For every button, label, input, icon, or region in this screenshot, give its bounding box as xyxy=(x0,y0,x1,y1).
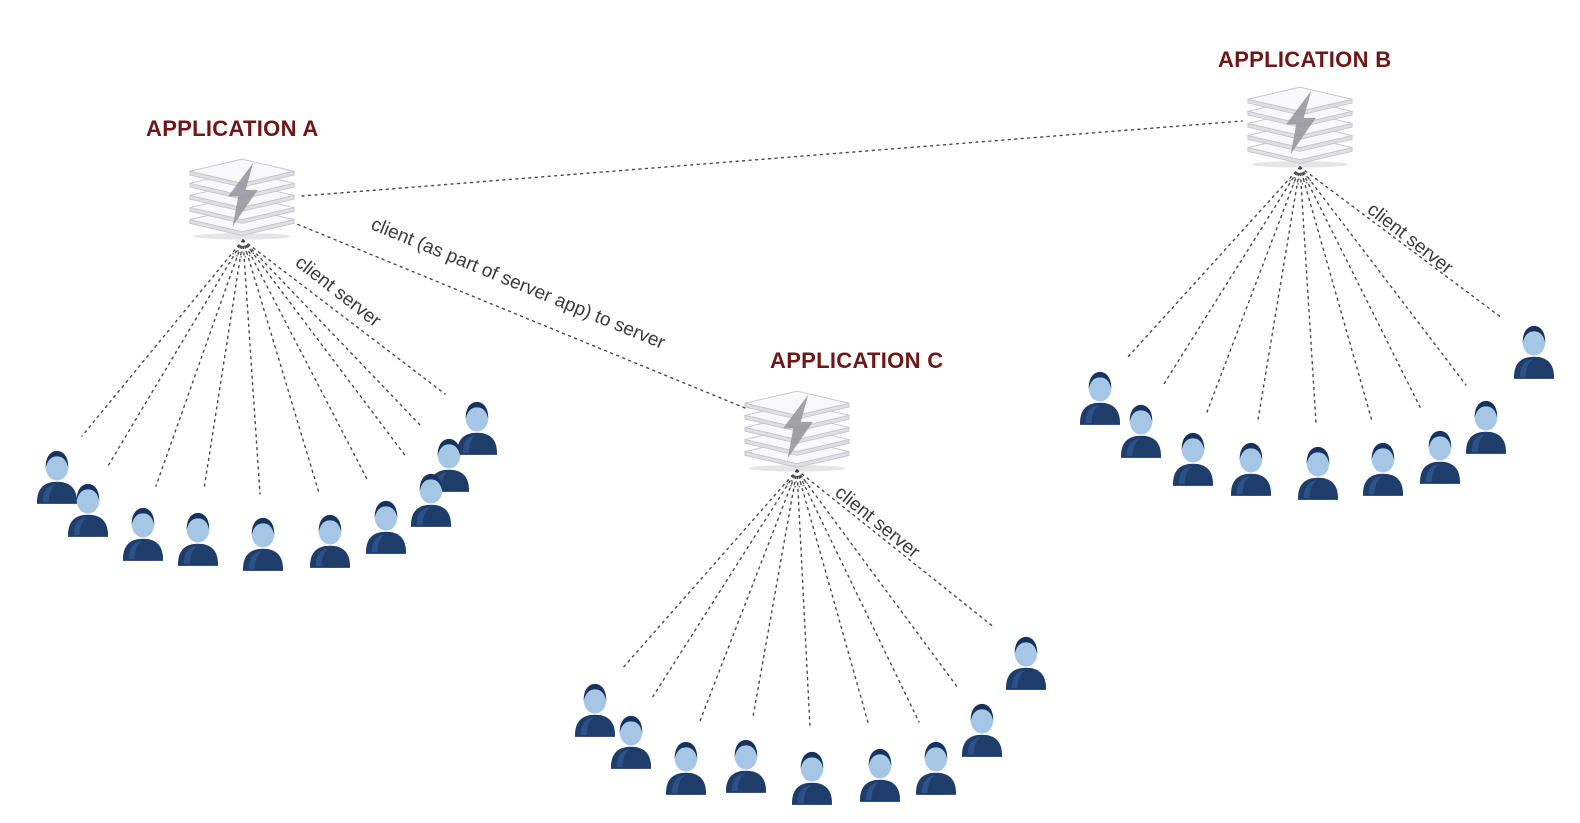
server-to-server-lines xyxy=(291,120,1243,409)
user-icon xyxy=(1168,429,1218,486)
fan-lines-app-a xyxy=(81,239,446,495)
user-icon xyxy=(406,470,456,527)
user-icon xyxy=(1116,401,1166,458)
user-icon xyxy=(238,514,288,571)
user-icon xyxy=(361,497,411,554)
user-icon xyxy=(305,511,355,568)
fan-lines-app-c xyxy=(620,469,996,729)
server-stack-icon-b xyxy=(1244,76,1356,169)
server-stack-icon-a xyxy=(186,148,298,241)
user-icon xyxy=(1509,322,1559,379)
user-icon xyxy=(173,509,223,566)
user-icon xyxy=(911,738,961,795)
user-icon xyxy=(1415,427,1465,484)
user-icon xyxy=(606,712,656,769)
user-icon xyxy=(1358,439,1408,496)
app-a-title: APPLICATION A xyxy=(146,116,319,141)
server-stack-icon-c xyxy=(741,380,853,473)
user-icon xyxy=(855,745,905,802)
app-b-title: APPLICATION B xyxy=(1218,47,1392,72)
user-icon xyxy=(787,748,837,805)
user-icon xyxy=(1461,397,1511,454)
user-icon xyxy=(721,736,771,793)
user-icon xyxy=(661,738,711,795)
app-c-title: APPLICATION C xyxy=(770,348,944,373)
user-icon xyxy=(1293,443,1343,500)
user-icon xyxy=(1001,633,1051,690)
user-icon xyxy=(118,504,168,561)
fan-lines-app-b xyxy=(1126,166,1503,424)
user-icon xyxy=(957,700,1007,757)
connection-line-a-to-b xyxy=(301,120,1243,197)
user-icon xyxy=(63,480,113,537)
user-icon xyxy=(1226,439,1276,496)
